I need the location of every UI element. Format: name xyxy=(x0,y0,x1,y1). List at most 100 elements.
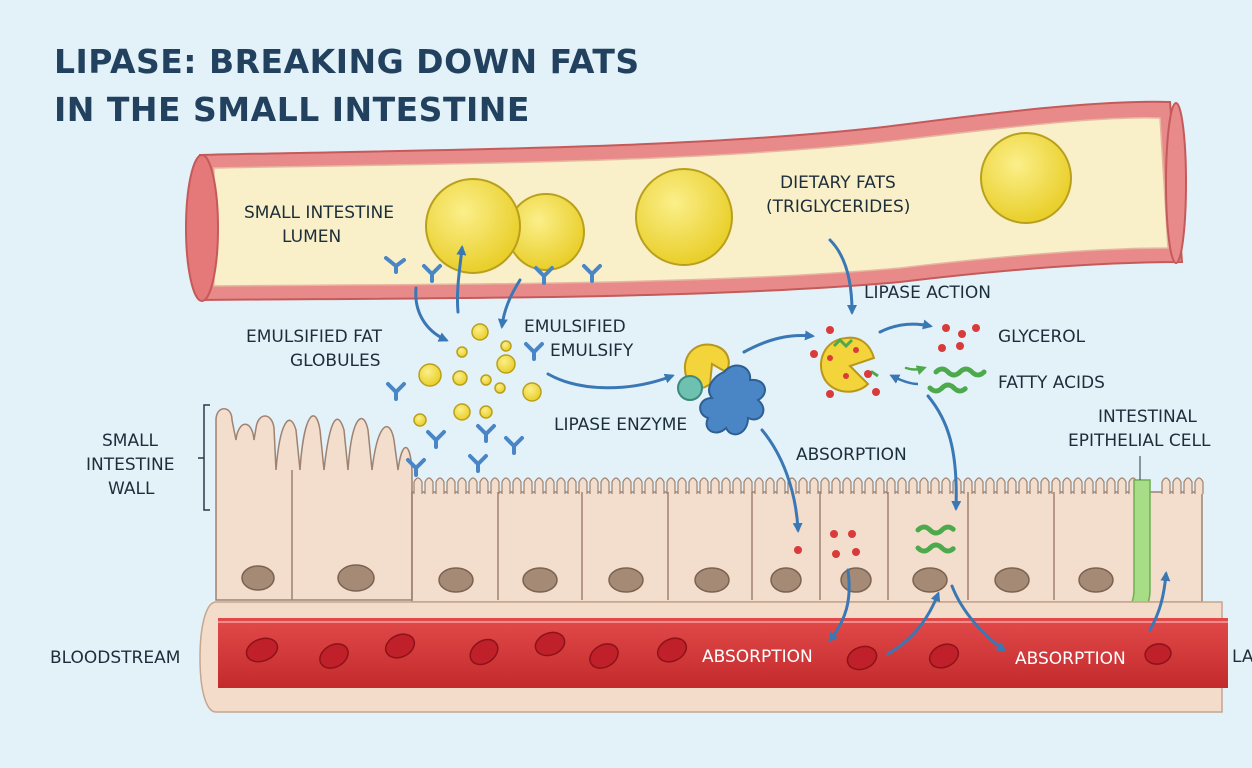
cell-nucleus xyxy=(994,567,1030,593)
microvillus xyxy=(996,477,1006,494)
microvillus xyxy=(1117,477,1127,494)
microvillus xyxy=(1051,477,1061,494)
label-fatty-acids: FATTY ACIDS xyxy=(998,373,1105,393)
microvillus xyxy=(413,477,423,494)
arrow xyxy=(886,591,941,656)
emulsified-fat-globules xyxy=(413,323,542,427)
cell-nucleus xyxy=(770,567,802,593)
microvillus xyxy=(666,477,676,494)
arrow xyxy=(414,286,449,342)
arrow xyxy=(546,372,675,390)
label-wall-1: SMALL xyxy=(102,431,159,451)
microvillus xyxy=(1084,477,1094,494)
arrow xyxy=(1148,571,1171,632)
label-epithelial-2: EPITHELIAL CELL xyxy=(1068,431,1211,451)
microvillus xyxy=(589,477,599,494)
microvillus xyxy=(908,477,918,494)
label-emulsified-1: EMULSIFIED xyxy=(524,317,626,337)
microvillus xyxy=(512,477,522,494)
microvillus xyxy=(1040,477,1050,494)
microvillus xyxy=(1183,477,1193,494)
bloodstream-vessel xyxy=(199,601,1228,713)
microvillus xyxy=(853,477,863,494)
red-blood-cells xyxy=(245,631,1172,671)
intestine-wall xyxy=(215,408,1204,641)
label-absorption-top: ABSORPTION xyxy=(796,445,907,465)
microvillus xyxy=(567,477,577,494)
fat-globule xyxy=(635,168,733,266)
microvillus xyxy=(974,477,984,494)
label-absorption-blood-2: ABSORPTION xyxy=(1015,649,1126,669)
process-arrows xyxy=(414,238,1171,656)
microvillus xyxy=(886,477,896,494)
label-epithelial-1: INTESTINAL xyxy=(1098,407,1197,427)
microvillus xyxy=(446,477,456,494)
microvillus xyxy=(941,477,951,494)
label-wall-3: WALL xyxy=(108,479,155,499)
microvillus xyxy=(919,477,929,494)
microvillus xyxy=(523,477,533,494)
microvillus xyxy=(897,477,907,494)
title-line-1: LIPASE: BREAKING DOWN FATS xyxy=(54,42,640,81)
cell-nucleus xyxy=(608,567,644,593)
microvillus xyxy=(1172,477,1182,494)
microvillus xyxy=(798,477,808,494)
microvillus xyxy=(622,477,632,494)
microvillus xyxy=(820,477,830,494)
glycerol-dots-action xyxy=(810,326,880,398)
arrow xyxy=(950,584,1007,652)
cell-nucleus xyxy=(241,565,275,591)
arrow xyxy=(828,238,857,315)
fatty-acid-arrows xyxy=(904,365,927,375)
cell-nucleus xyxy=(840,567,872,593)
lipase-action-molecule xyxy=(819,336,879,393)
microvillus xyxy=(864,477,874,494)
cell-nucleus xyxy=(1078,567,1114,593)
fat-globules-lumen xyxy=(425,132,1072,274)
arrow xyxy=(828,568,851,643)
microvillus xyxy=(688,477,698,494)
microvillus xyxy=(600,477,610,494)
bile-markers-lumen xyxy=(384,256,602,285)
microvillus xyxy=(611,477,621,494)
fatty-acid-product xyxy=(927,366,987,394)
microvillus xyxy=(930,477,940,494)
lipase-enzyme xyxy=(677,343,766,436)
microvillus xyxy=(1073,477,1083,494)
microvillus xyxy=(424,477,434,494)
arrow xyxy=(926,394,962,511)
label-absorption-blood-1: ABSORPTION xyxy=(702,647,813,667)
label-lacteal-partial: LA xyxy=(1232,647,1252,667)
cell-nucleus xyxy=(337,564,375,592)
microvillus xyxy=(490,477,500,494)
microvillus xyxy=(655,477,665,494)
arrow xyxy=(455,245,467,314)
microvillus xyxy=(754,477,764,494)
fat-globule xyxy=(425,178,521,274)
microvillus xyxy=(534,477,544,494)
microvillus xyxy=(831,477,841,494)
microvillus xyxy=(435,477,445,494)
microvillus xyxy=(633,477,643,494)
microvillus xyxy=(1007,477,1017,494)
microvillus xyxy=(721,477,731,494)
microvillus xyxy=(468,477,478,494)
label-wall-2: INTESTINE xyxy=(86,455,175,475)
microvillus xyxy=(985,477,995,494)
microvillus xyxy=(809,477,819,494)
label-emulsified-fat-1: EMULSIFIED FAT xyxy=(246,327,383,347)
microvillus xyxy=(963,477,973,494)
arrow xyxy=(742,330,815,354)
microvillus xyxy=(1062,477,1072,494)
label-lumen-2: LUMEN xyxy=(282,227,341,247)
label-bloodstream: BLOODSTREAM xyxy=(50,648,180,668)
absorbed-glycerol xyxy=(794,530,860,558)
fat-globule xyxy=(980,132,1072,224)
arrow xyxy=(878,319,933,334)
microvillus xyxy=(732,477,742,494)
microvillus xyxy=(765,477,775,494)
microvillus xyxy=(875,477,885,494)
microvillus xyxy=(699,477,709,494)
microvillus xyxy=(578,477,588,494)
